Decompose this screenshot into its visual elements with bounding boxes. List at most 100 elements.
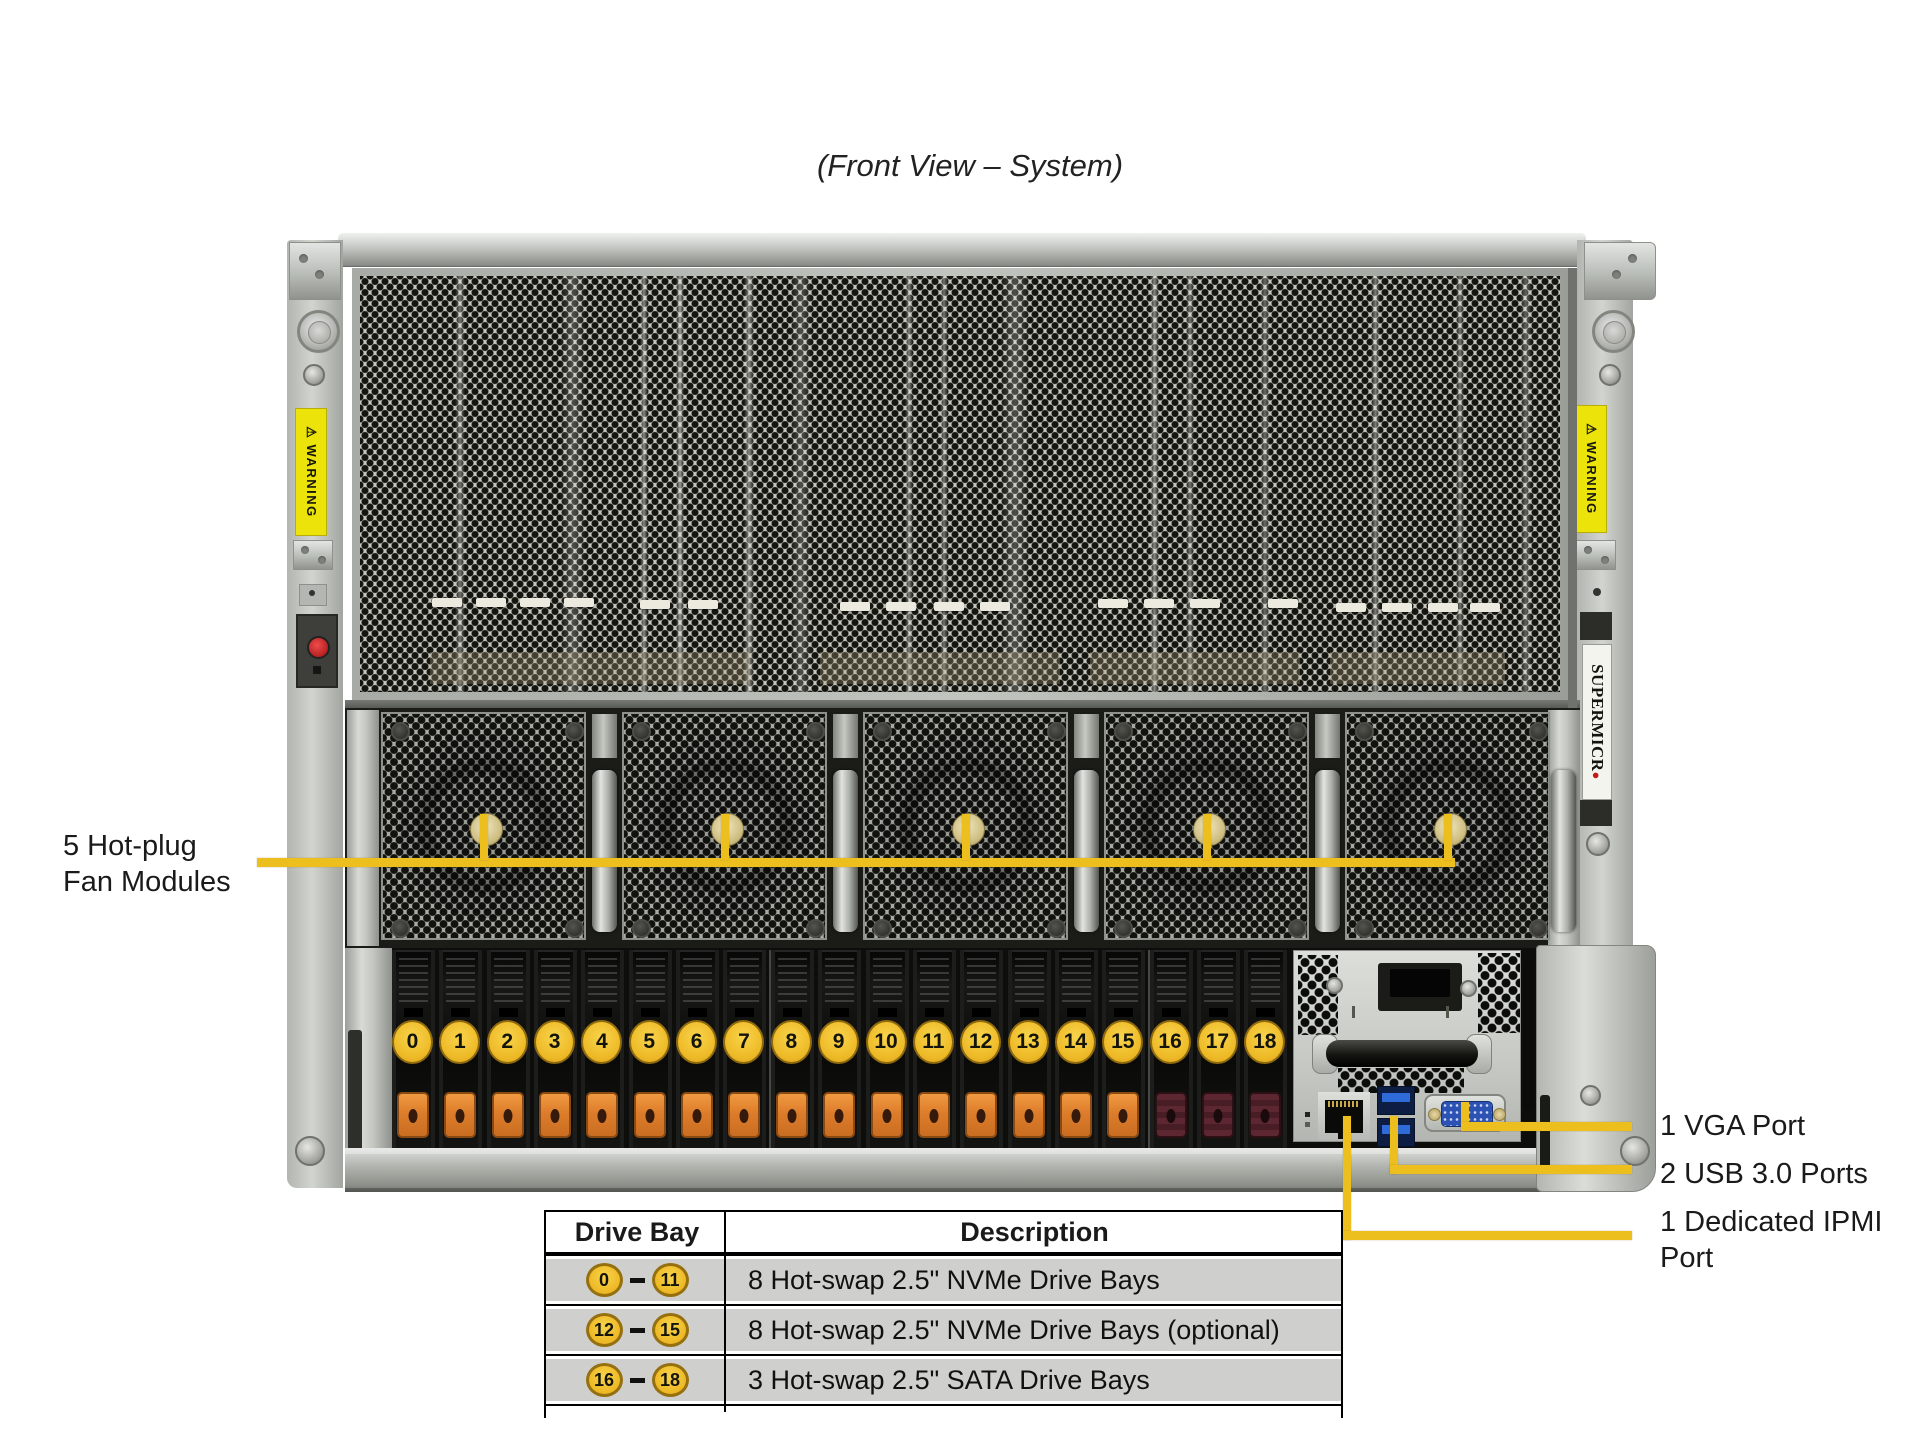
brand-red-dot: ● [1589, 771, 1604, 780]
drive-latch[interactable] [681, 1092, 714, 1138]
connector-bar [934, 602, 964, 611]
table-column-divider [724, 1210, 726, 1412]
board-shadow [430, 652, 750, 684]
card-guide-strip [455, 276, 465, 692]
drive-label-sticker [493, 958, 523, 1002]
table-header-row: Drive Bay Description [546, 1212, 1341, 1256]
drive-tray[interactable]: 14 [1054, 950, 1098, 1150]
drive-bay-badge: 0 [392, 1020, 433, 1064]
drive-tray[interactable]: 16 [1149, 950, 1193, 1150]
drive-label-sticker [872, 958, 902, 1002]
drive-latch[interactable] [1201, 1092, 1234, 1138]
drive-tray[interactable]: 2 [486, 950, 530, 1150]
drive-bay-badge: 3 [534, 1020, 576, 1064]
drive-tray[interactable]: 7 [723, 950, 767, 1150]
drive-latch[interactable] [1154, 1092, 1187, 1138]
latch-hole [408, 1109, 418, 1123]
drive-latch[interactable] [870, 1092, 903, 1138]
latch-hole [645, 1109, 655, 1123]
drive-tray[interactable]: 12 [960, 950, 1004, 1150]
latch-hole [1071, 1109, 1081, 1123]
status-led [1305, 1122, 1310, 1127]
drive-latch[interactable] [823, 1092, 856, 1138]
drive-bay-description: 8 Hot-swap 2.5" NVMe Drive Bays [748, 1264, 1160, 1295]
drive-latch[interactable] [1249, 1092, 1282, 1138]
drive-bay-badge: 16 [585, 1363, 623, 1397]
drive-label-sticker [1251, 958, 1281, 1002]
vga-callout-stub [1461, 1102, 1469, 1130]
panel-screw [1326, 977, 1343, 994]
drive-latch[interactable] [1059, 1092, 1092, 1138]
card-guide-strip [1456, 276, 1464, 692]
range-dash-icon [629, 1327, 645, 1333]
connector-bar [1382, 603, 1412, 612]
drive-latch[interactable] [1012, 1092, 1045, 1138]
drive-tray[interactable]: 13 [1007, 950, 1051, 1150]
drive-tray[interactable]: 4 [581, 950, 625, 1150]
drive-latch[interactable] [397, 1092, 429, 1138]
fan-screw [1355, 919, 1374, 938]
drive-tray[interactable]: 1 [439, 950, 483, 1150]
drive-latch[interactable] [965, 1092, 998, 1138]
drive-bay-description: 8 Hot-swap 2.5" NVMe Drive Bays (optiona… [748, 1314, 1280, 1345]
drive-tray[interactable]: 3 [534, 950, 578, 1150]
ipmi-port-label: 1 Dedicated IPMI Port [1660, 1206, 1883, 1274]
card-guide-strip [1150, 276, 1159, 692]
drive-latch[interactable] [444, 1092, 477, 1138]
drive-latch[interactable] [539, 1092, 572, 1138]
usb-callout-stub [1390, 1116, 1398, 1174]
fan-handle[interactable] [1074, 770, 1099, 932]
vent-holes [1298, 955, 1338, 1035]
drive-tray[interactable]: 11 [912, 950, 956, 1150]
drive-tray[interactable]: 17 [1196, 950, 1240, 1150]
fan-callout-tick [1202, 814, 1211, 860]
fan-modules-label: 5 Hot-plug Fan Modules [63, 830, 231, 898]
warning-triangle-icon: ⚠ [304, 426, 319, 440]
fan-handle[interactable] [833, 770, 858, 932]
drive-tray[interactable]: 9 [818, 950, 862, 1150]
fan-screw [806, 722, 825, 741]
fan-handle[interactable] [1315, 770, 1340, 932]
connector-bar [1268, 599, 1298, 608]
drive-latch[interactable] [491, 1092, 524, 1138]
drive-latch[interactable] [775, 1092, 808, 1138]
vga-port-label: 1 VGA Port [1660, 1110, 1806, 1142]
pull-handle[interactable] [1326, 1040, 1478, 1067]
drive-tray[interactable]: 6 [676, 950, 720, 1150]
drive-latch[interactable] [728, 1092, 761, 1138]
panel-mark [1352, 1006, 1355, 1018]
drive-latch[interactable] [586, 1092, 619, 1138]
diagram-title: (Front View – System) [816, 148, 1124, 183]
drive-latch[interactable] [917, 1092, 950, 1138]
ear-bracket [1576, 540, 1616, 570]
power-button[interactable] [307, 636, 330, 659]
drive-notch [782, 1008, 802, 1017]
drive-tray[interactable]: 8 [770, 950, 814, 1150]
drive-tray[interactable]: 10 [865, 950, 909, 1150]
drive-tray[interactable]: 0 [392, 950, 435, 1150]
latch-hole [739, 1109, 749, 1123]
drive-latch[interactable] [1107, 1092, 1140, 1138]
latch-hole [1166, 1109, 1176, 1123]
fan-screw [1114, 722, 1133, 741]
connector-bar [1336, 603, 1366, 612]
drive-notch [1019, 1008, 1039, 1017]
fan-handle[interactable] [592, 770, 617, 932]
drive-tray[interactable]: 15 [1102, 950, 1146, 1150]
drive-tray[interactable]: 5 [628, 950, 672, 1150]
fan-gap-bracket [833, 714, 858, 758]
drive-bay-badge: 13 [1007, 1020, 1049, 1064]
fan-handle[interactable] [1551, 770, 1576, 932]
screw-hole [315, 270, 324, 279]
drive-tray[interactable]: 18 [1244, 950, 1288, 1150]
foot-screw [1620, 1136, 1650, 1166]
fan-module[interactable] [381, 712, 586, 940]
drive-notch [1256, 1008, 1276, 1017]
panel-mark [1446, 1006, 1449, 1018]
usb3-port-top [1377, 1086, 1415, 1115]
fan-screw [873, 722, 892, 741]
drive-bay-badge: 14 [1054, 1020, 1096, 1064]
drive-bay-badge: 18 [1244, 1020, 1286, 1064]
drive-latch[interactable] [633, 1092, 666, 1138]
